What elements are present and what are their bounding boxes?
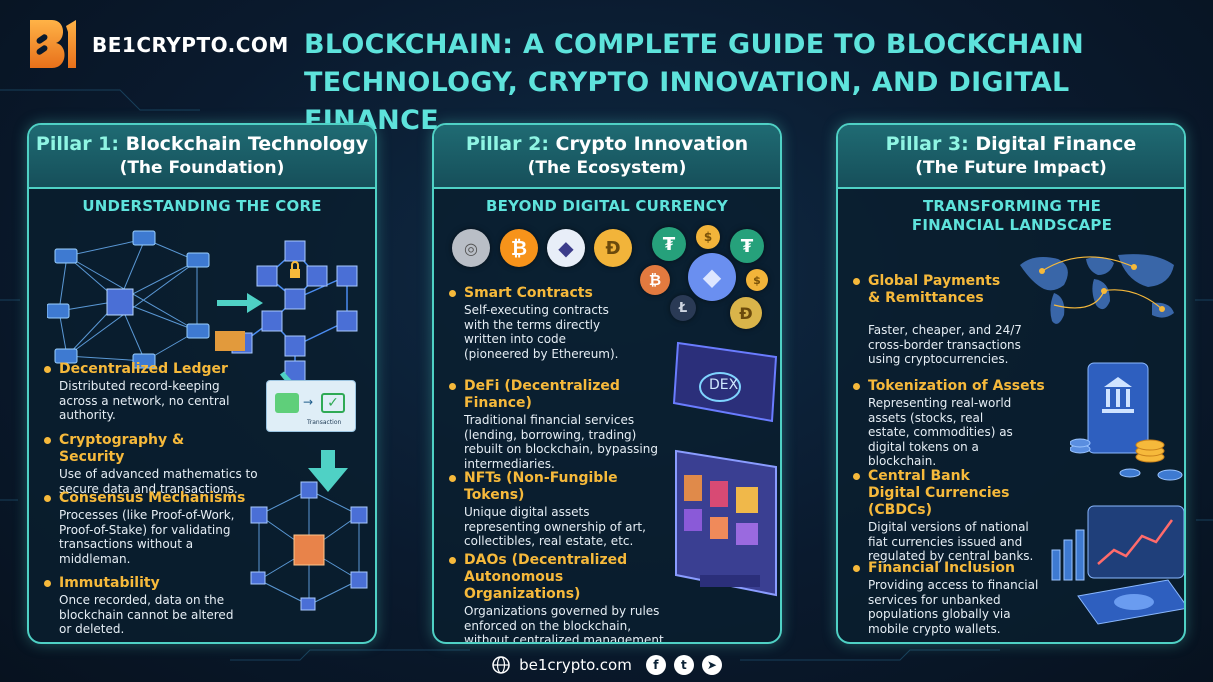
- item-description: Traditional financial services (lending,…: [464, 413, 658, 471]
- item-description: Faster, cheaper, and 24/7 cross-border t…: [868, 323, 1022, 366]
- dex-label: DEX: [709, 377, 739, 393]
- tether-icon: ₮: [652, 227, 686, 261]
- item-title: Cryptography & Security: [43, 432, 253, 466]
- connector-glow-left: [377, 367, 437, 401]
- tokenization-bank-illustration: [1070, 362, 1183, 481]
- item-description: Representing real-world assets (stocks, …: [868, 396, 1013, 468]
- title-line-2: TECHNOLOGY, CRYPTO INNOVATION, AND DIGIT…: [304, 67, 1070, 136]
- pillar-3-header: Pillar 3: Digital Finance (The Future Im…: [838, 125, 1184, 189]
- pillar-2-name: Crypto Innovation: [555, 133, 749, 155]
- dex-screen-illustration: [672, 341, 778, 423]
- bitcoin-icon: ₿: [640, 265, 670, 295]
- dogecoin-icon: Ð: [730, 297, 762, 329]
- facebook-icon[interactable]: f: [645, 655, 666, 675]
- item-description: Unique digital assets representing owner…: [464, 505, 646, 548]
- twitter-icon[interactable]: t: [673, 655, 694, 675]
- pillar-2-card: Pillar 2: Crypto Innovation (The Ecosyst…: [432, 123, 782, 644]
- silver-coin-icon: ◎: [452, 229, 490, 267]
- item-title: Consensus Mechanisms: [43, 490, 253, 507]
- ethereum-icon: ◆: [547, 229, 585, 267]
- item-title: DeFi (Decentralized Finance): [448, 378, 678, 412]
- item-description: Use of advanced mathematics to secure da…: [59, 467, 258, 496]
- list-item-global-payments: Global Payments & Remittances Faster, ch…: [852, 273, 1052, 367]
- pillar-1-card: Pillar 1: Blockchain Technology (The Fou…: [27, 123, 377, 644]
- list-item-cbdcs: Central Bank Digital Currencies (CBDCs) …: [852, 468, 1052, 564]
- footer-website-link[interactable]: be1crypto.com: [519, 656, 632, 674]
- litecoin-icon: Ł: [670, 295, 696, 321]
- pillar-1-header: Pillar 1: Blockchain Technology (The Fou…: [29, 125, 375, 189]
- title-line-1: BLOCKCHAIN: A COMPLETE GUIDE TO BLOCKCHA…: [304, 29, 1085, 60]
- item-title: Decentralized Ledger: [43, 361, 253, 378]
- list-item-immutability: Immutability Once recorded, data on the …: [43, 575, 253, 637]
- list-item-smart-contracts: Smart Contracts Self-executing contracts…: [448, 285, 678, 361]
- item-description: Self-executing contracts with the terms …: [464, 303, 619, 361]
- pillar-3-subheading: TRANSFORMING THE FINANCIAL LANDSCAPE: [911, 197, 1113, 234]
- list-item-nfts: NFTs (Non-Fungible Tokens) Unique digita…: [448, 470, 678, 549]
- pillar-2-subheading: BEYOND DIGITAL CURRENCY: [486, 197, 728, 215]
- connector-glow-right: [778, 367, 838, 401]
- world-map-illustration: [1020, 254, 1174, 324]
- pillar-1-name: Blockchain Technology: [125, 133, 369, 155]
- ethereum-icon: ◆: [688, 253, 736, 301]
- list-item-financial-inclusion: Financial Inclusion Providing access to …: [852, 560, 1052, 636]
- item-title: NFTs (Non-Fungible Tokens): [448, 470, 678, 504]
- item-title: Financial Inclusion: [852, 560, 1052, 577]
- brand-logo[interactable]: BE1CRYPTO.COM: [22, 14, 289, 74]
- item-description: Providing access to financial services f…: [868, 578, 1039, 636]
- cbdc-chart-illustration: [1051, 505, 1184, 625]
- check-icon: ✓: [321, 393, 345, 413]
- item-title: Central Bank Digital Currencies (CBDCs): [852, 468, 1022, 519]
- item-description: Digital versions of national fiat curren…: [868, 520, 1034, 563]
- footer: be1crypto.com f t ➤: [0, 655, 1213, 675]
- arrow-right-icon: →: [303, 395, 314, 409]
- tether-icon: ₮: [730, 229, 764, 263]
- item-title: DAOs (Decentralized Autonomous Organizat…: [448, 552, 668, 603]
- telegram-icon[interactable]: ➤: [701, 655, 722, 675]
- b1-logo-icon: [30, 20, 76, 68]
- blockchain-network-illustration: [47, 230, 358, 399]
- pillar-3-number: Pillar 3:: [885, 133, 969, 155]
- down-arrow-icon: [308, 450, 348, 492]
- pillar-3-card: Pillar 3: Digital Finance (The Future Im…: [836, 123, 1186, 644]
- list-item-consensus-mechanisms: Consensus Mechanisms Processes (like Pro…: [43, 490, 253, 566]
- nft-marketplace-illustration: [675, 449, 777, 597]
- consensus-node-illustration: [250, 481, 368, 611]
- pillar-3-name: Digital Finance: [975, 133, 1137, 155]
- item-title: Global Payments & Remittances: [852, 273, 1012, 307]
- pillar-3-subtitle: (The Future Impact): [915, 158, 1107, 178]
- item-title: Smart Contracts: [448, 285, 678, 302]
- pillar-1-subheading: UNDERSTANDING THE CORE: [82, 197, 322, 215]
- item-description: Organizations governed by rules enforced…: [464, 604, 668, 644]
- dollar-coin-icon: $: [746, 269, 768, 291]
- item-description: Distributed record-keeping across a netw…: [59, 379, 230, 422]
- pillar-2-header: Pillar 2: Crypto Innovation (The Ecosyst…: [434, 125, 780, 189]
- page-title: BLOCKCHAIN: A COMPLETE GUIDE TO BLOCKCHA…: [304, 26, 1204, 140]
- pillar-1-number: Pillar 1:: [35, 133, 119, 155]
- item-title: Immutability: [43, 575, 253, 592]
- dollar-coin-icon: $: [696, 225, 720, 249]
- transaction-card: → ✓ Transaction: [266, 380, 356, 432]
- list-item-decentralized-ledger: Decentralized Ledger Distributed record-…: [43, 361, 253, 423]
- pillar-1-subtitle: (The Foundation): [119, 158, 285, 178]
- dai-icon: Ð: [594, 229, 632, 267]
- list-item-daos: DAOs (Decentralized Autonomous Organizat…: [448, 552, 678, 644]
- pillar-2-subtitle: (The Ecosystem): [527, 158, 687, 178]
- brand-name: BE1CRYPTO.COM: [92, 33, 289, 57]
- bitcoin-icon: ₿: [500, 229, 538, 267]
- list-item-cryptography-security: Cryptography & Security Use of advanced …: [43, 432, 258, 496]
- transaction-label: Transaction: [307, 419, 342, 426]
- list-item-tokenization: Tokenization of Assets Representing real…: [852, 378, 1052, 469]
- handshake-icon: [275, 393, 299, 413]
- list-item-defi: DeFi (Decentralized Finance) Traditional…: [448, 378, 678, 471]
- pillar-2-number: Pillar 2:: [465, 133, 549, 155]
- item-description: Processes (like Proof-of-Work, Proof-of-…: [59, 508, 235, 566]
- globe-icon: [492, 656, 510, 674]
- item-title: Tokenization of Assets: [852, 378, 1052, 395]
- item-description: Once recorded, data on the blockchain ca…: [59, 593, 234, 636]
